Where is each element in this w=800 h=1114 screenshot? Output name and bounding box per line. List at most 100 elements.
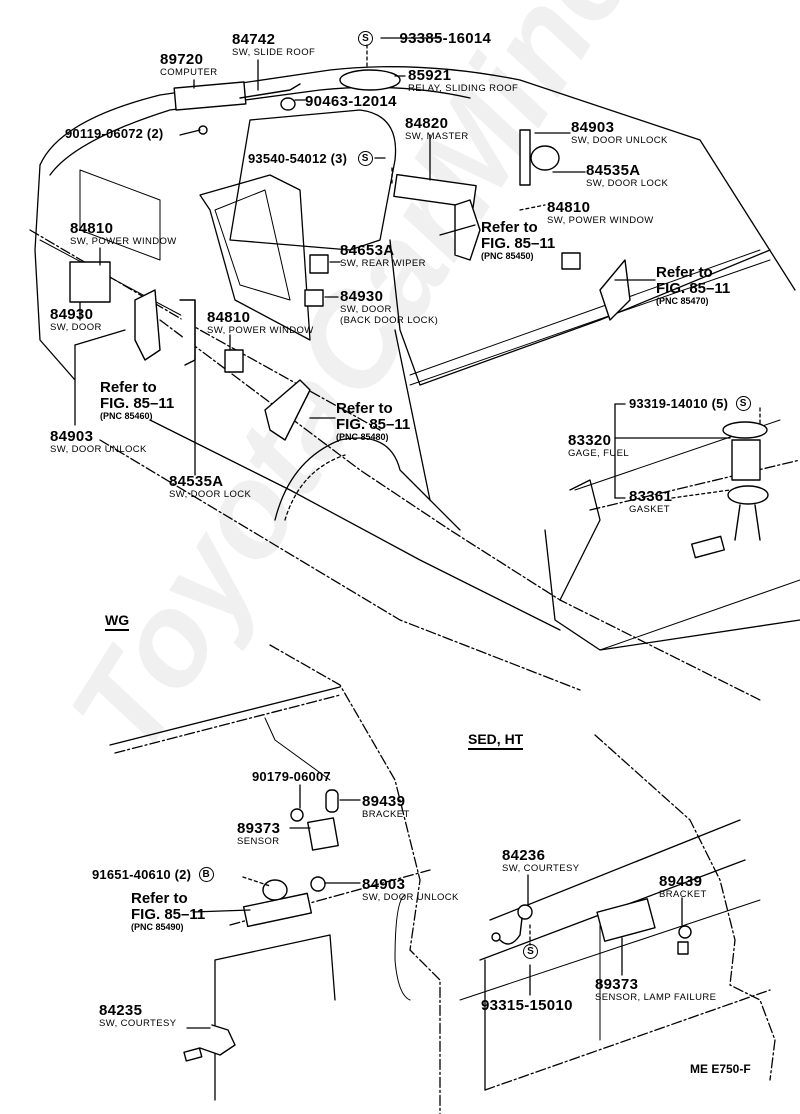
- callout-84742[interactable]: 84742 SW, SLIDE ROOF: [232, 32, 315, 58]
- callout-93319-14010[interactable]: 93319-14010 (5) S: [629, 396, 751, 412]
- reference-pnc: (PNC 85490): [131, 921, 184, 932]
- callout-84235[interactable]: 84235 SW, COURTESY: [99, 1003, 176, 1029]
- part-description: SW, POWER WINDOW: [70, 236, 177, 247]
- reference-figure: FIG. 85–11: [481, 234, 556, 252]
- part-number: 89720: [160, 51, 204, 68]
- part-number: 84930: [50, 306, 94, 323]
- callout-84903-wg[interactable]: 84903 SW, DOOR UNLOCK: [362, 877, 459, 903]
- reference-pnc: (PNC 85450): [481, 250, 534, 261]
- callout-89373-sed[interactable]: 89373 SENSOR, LAMP FAILURE: [595, 977, 716, 1003]
- reference-line1: Refer to: [481, 219, 538, 236]
- callout-83361[interactable]: 83361 GASKET: [629, 489, 672, 515]
- s-symbol-icon: S: [523, 944, 538, 960]
- reference-pnc: (PNC 85460): [100, 410, 153, 421]
- figure-reference-85490[interactable]: Refer to FIG. 85–11 (PNC 85490): [131, 891, 205, 932]
- callout-84930-left[interactable]: 84930 SW, DOOR: [50, 307, 102, 333]
- callout-84236[interactable]: 84236 SW, COURTESY: [502, 848, 579, 874]
- figure-reference-85470[interactable]: Refer to FIG. 85–11 (PNC 85470): [656, 265, 730, 306]
- leader-lines: [74, 37, 761, 499]
- callout-83320[interactable]: 83320 GAGE, FUEL: [568, 433, 629, 459]
- part-description: SW, MASTER: [405, 131, 469, 142]
- callout-91651-40610[interactable]: 91651-40610 (2) B: [92, 867, 214, 883]
- part-description: SW, SLIDE ROOF: [232, 47, 316, 58]
- callout-93385-16014[interactable]: S 93385-16014: [358, 31, 491, 47]
- callout-84810-left[interactable]: 84810 SW, POWER WINDOW: [70, 221, 177, 247]
- reference-figure: FIG. 85–11: [131, 905, 206, 923]
- part-description: SW, DOOR: [50, 322, 102, 333]
- callout-93315-15010[interactable]: 93315-15010: [481, 998, 573, 1013]
- reference-pnc: (PNC 85480): [336, 431, 389, 442]
- part-number: 84820: [405, 115, 449, 132]
- callout-84903-left[interactable]: 84903 SW, DOOR UNLOCK: [50, 429, 147, 455]
- wg-leader-lines: [186, 784, 361, 1029]
- callout-90119-06072[interactable]: 90119-06072 (2): [65, 127, 163, 140]
- part-number: 93315-15010: [481, 997, 573, 1014]
- callout-85921[interactable]: 85921 RELAY, SLIDING ROOF: [408, 68, 518, 94]
- figure-reference-85450[interactable]: Refer to FIG. 85–11 (PNC 85450): [481, 220, 555, 261]
- reference-figure: FIG. 85–11: [656, 279, 731, 297]
- callout-90463-12014[interactable]: 90463-12014: [305, 94, 397, 109]
- part-description: SW, DOOR UNLOCK: [571, 135, 668, 146]
- callout-84535a-lower[interactable]: 84535A SW, DOOR LOCK: [169, 474, 251, 500]
- callout-84810-center[interactable]: 84810 SW, POWER WINDOW: [207, 310, 314, 336]
- part-description: SW, DOOR LOCK: [169, 489, 252, 500]
- callout-84810-right[interactable]: 84810 SW, POWER WINDOW: [547, 200, 654, 226]
- part-number: 84903: [571, 119, 615, 136]
- drawing-code: ME E750-F: [690, 1062, 751, 1076]
- part-number: 89439: [659, 873, 703, 890]
- reference-figure: FIG. 85–11: [336, 415, 411, 433]
- part-description: SW, REAR WIPER: [340, 258, 426, 269]
- callout-89720[interactable]: 89720 COMPUTER: [160, 52, 218, 78]
- part-description: BRACKET: [362, 809, 410, 820]
- callout-89439-wg[interactable]: 89439 BRACKET: [362, 794, 410, 820]
- part-description: SENSOR: [237, 836, 280, 847]
- reference-figure: FIG. 85–11: [100, 394, 175, 412]
- callout-89439-sed[interactable]: 89439 BRACKET: [659, 874, 707, 900]
- section-label-wg: WG: [105, 612, 130, 631]
- part-number: 93319-14010 (5): [629, 396, 729, 411]
- callout-84653a[interactable]: 84653A SW, REAR WIPER: [340, 243, 426, 269]
- figure-reference-85480[interactable]: Refer to FIG. 85–11 (PNC 85480): [336, 401, 410, 442]
- callout-84535a-upper[interactable]: 84535A SW, DOOR LOCK: [586, 163, 668, 189]
- figure-reference-85460[interactable]: Refer to FIG. 85–11 (PNC 85460): [100, 380, 174, 421]
- part-number: 84903: [50, 428, 94, 445]
- part-number: 83361: [629, 488, 673, 505]
- part-number: 84742: [232, 31, 276, 48]
- part-number: 85921: [408, 67, 452, 84]
- part-number: 84535A: [169, 473, 224, 490]
- part-description: SENSOR, LAMP FAILURE: [595, 992, 717, 1003]
- callout-84903-upper[interactable]: 84903 SW, DOOR UNLOCK: [571, 120, 668, 146]
- part-shapes: [69, 69, 769, 559]
- part-description: COMPUTER: [160, 67, 218, 78]
- reference-line1: Refer to: [131, 890, 188, 907]
- s-symbol-icon: S: [357, 151, 373, 167]
- part-description: SW, DOOR LOCK: [586, 178, 669, 189]
- part-description: SW, DOOR UNLOCK: [50, 444, 147, 455]
- part-number: 84930: [340, 288, 384, 305]
- callout-89373-wg[interactable]: 89373 SENSOR: [237, 821, 280, 847]
- part-number: 84236: [502, 847, 546, 864]
- part-description-note: (BACK DOOR LOCK): [340, 314, 439, 326]
- part-number: 90463-12014: [305, 93, 397, 110]
- s-symbol-sed: S: [523, 944, 538, 960]
- part-number: 84810: [547, 199, 591, 216]
- part-number: 90179-06007: [252, 769, 331, 784]
- callout-84930-back-door[interactable]: 84930 SW, DOOR (BACK DOOR LOCK): [340, 289, 438, 325]
- part-number: 84235: [99, 1002, 143, 1019]
- sed-body-outline: [459, 734, 776, 1091]
- callout-93540-54012[interactable]: 93540-54012 (3) S: [248, 151, 373, 167]
- sed-part-shapes: [491, 898, 692, 955]
- part-number: 84810: [207, 309, 251, 326]
- b-symbol-icon: B: [198, 867, 214, 883]
- reference-line1: Refer to: [100, 379, 157, 396]
- part-description: SW, POWER WINDOW: [547, 215, 654, 226]
- s-symbol-icon: S: [735, 396, 751, 412]
- part-number: 90119-06072 (2): [65, 126, 164, 141]
- callout-90179-06007[interactable]: 90179-06007: [252, 770, 331, 783]
- reference-line1: Refer to: [656, 264, 713, 281]
- wg-part-shapes: [183, 789, 339, 1062]
- callout-84820[interactable]: 84820 SW, MASTER: [405, 116, 469, 142]
- part-number: 84653A: [340, 242, 395, 259]
